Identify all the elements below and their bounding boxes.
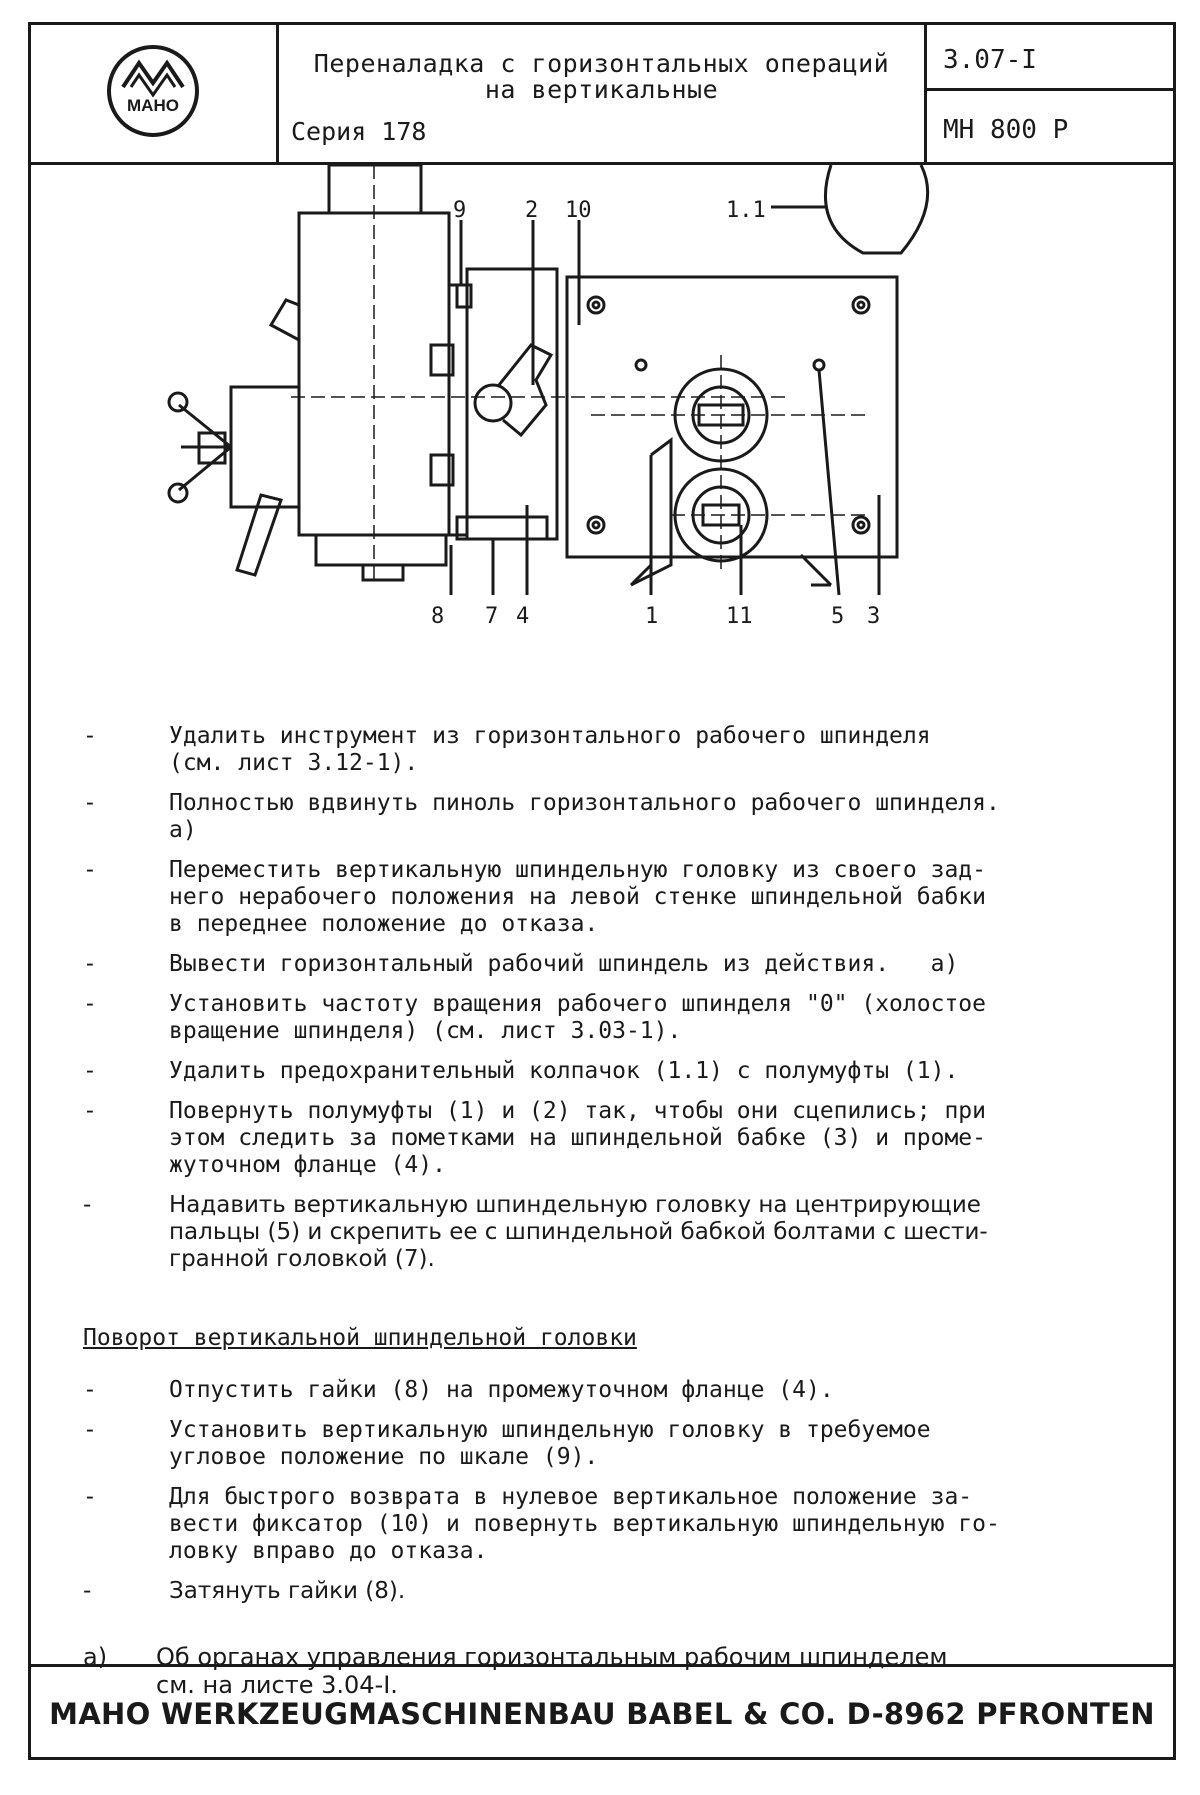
- bullet-dash: -: [83, 790, 97, 816]
- bullet-dash: -: [83, 723, 97, 749]
- housing-base: [314, 533, 448, 567]
- instruction-item: - Удалить инструмент из горизонтального …: [83, 723, 1163, 777]
- rotation-step-text: Затянуть гайки (8).: [169, 1578, 406, 1604]
- instruction-text: Надавить вертикальную шпиндельную головк…: [169, 1192, 988, 1272]
- handwheel-hub: [197, 431, 227, 465]
- publisher-name: MAHO WERKZEUGMASCHINENBAU BABEL & CO. D-…: [49, 1697, 1155, 1731]
- model-box: MH 800 P: [927, 91, 1173, 159]
- instruction-text: Удалить инструмент из горизонтального ра…: [169, 723, 931, 776]
- instruction-item: - Вывести горизонтальный рабочий шпиндел…: [83, 951, 1163, 978]
- technical-drawing: 9 2 10 1.1 8 7 4 1 11 5 3: [151, 163, 1081, 725]
- clamp-lever-bottom: [235, 493, 283, 577]
- centering-pin-5: [812, 358, 826, 372]
- rotation-step: - Отпустить гайки (8) на промежуточном ф…: [83, 1377, 1163, 1404]
- nut-8-top: [429, 343, 455, 377]
- sheet-number-box: 3.07-I: [927, 25, 1173, 91]
- rotation-step-text: Установить вертикальную шпиндельную голо…: [169, 1417, 931, 1470]
- document-title-line1: Переналадка с горизонтальных операций: [313, 49, 890, 78]
- title-cell: Переналадка с горизонтальных операций на…: [279, 25, 927, 162]
- instruction-item: - Удалить предохранительный колпачок (1.…: [83, 1058, 1163, 1085]
- instruction-item: - Надавить вертикальную шпиндельную голо…: [83, 1192, 1163, 1273]
- rotation-step-text: Для быстрого возврата в нулевое вертикал…: [169, 1484, 1000, 1564]
- handwheel-bracket: [229, 385, 301, 509]
- rotation-step-text: Отпустить гайки (8) на промежуточном фла…: [169, 1377, 834, 1403]
- callout-3: 3: [867, 604, 880, 629]
- intermediate-flange: [447, 283, 469, 537]
- callout-11: 11: [726, 604, 753, 629]
- maho-logo: MAHO: [107, 45, 199, 137]
- coupling-half-2: [473, 383, 513, 423]
- bullet-dash: -: [83, 1192, 92, 1218]
- bullet-dash: -: [83, 1377, 97, 1403]
- instruction-item: - Установить частоту вращения рабочего ш…: [83, 991, 1163, 1045]
- publisher-footer: MAHO WERKZEUGMASCHINENBAU BABEL & CO. D-…: [31, 1664, 1173, 1757]
- protective-cap: [823, 164, 930, 255]
- rotation-step: - Для быстрого возврата в нулевое вертик…: [83, 1484, 1163, 1565]
- bolt-9: [455, 283, 473, 309]
- column-top: [327, 163, 423, 215]
- callout-5: 5: [831, 604, 844, 629]
- bullet-dash: -: [83, 857, 97, 883]
- housing-stub: [361, 563, 405, 582]
- bolt-7: [455, 515, 549, 541]
- rotation-step: - Затянуть гайки (8).: [83, 1578, 1163, 1605]
- bullet-dash: -: [83, 1578, 92, 1604]
- callout-4: 4: [516, 604, 529, 629]
- document-sheet: MAHO Переналадка с горизонтальных операц…: [28, 22, 1176, 1760]
- instruction-text: Полностью вдвинуть пиноль горизонтальног…: [169, 790, 1000, 843]
- bullet-dash: -: [83, 1098, 97, 1124]
- logo-cell: MAHO: [31, 25, 279, 162]
- clamp-lever-top: [268, 298, 301, 343]
- spindle-head-diagram: 9 2 10 1.1 8 7 4 1 11 5 3: [167, 163, 930, 629]
- handwheel-knob-top: [167, 391, 189, 413]
- callout-9: 9: [453, 198, 466, 223]
- instruction-text: Установить частоту вращения рабочего шпи…: [169, 991, 986, 1044]
- section-heading: Поворот вертикальной шпиндельной головки: [83, 1325, 637, 1351]
- instruction-text: Переместить вертикальную шпиндельную гол…: [169, 857, 986, 937]
- callout-7: 7: [485, 604, 498, 629]
- document-title-line2: на вертикальные: [484, 75, 719, 104]
- callout-1-1: 1.1: [726, 198, 766, 223]
- bullet-dash: -: [83, 1417, 97, 1443]
- spindle-head-body: [565, 275, 899, 559]
- callout-8: 8: [431, 604, 444, 629]
- sheet-number: 3.07-I: [943, 45, 1037, 75]
- callout-2: 2: [525, 198, 538, 223]
- callout-10: 10: [565, 198, 592, 223]
- instruction-item: - Повернуть полумуфты (1) и (2) так, что…: [83, 1098, 1163, 1179]
- handwheel-knob-bottom: [167, 482, 189, 504]
- bullet-dash: -: [83, 951, 97, 977]
- nut-8-bottom: [429, 453, 455, 487]
- instruction-text: Повернуть полумуфты (1) и (2) так, чтобы…: [169, 1098, 986, 1178]
- logo-text: MAHO: [127, 96, 179, 115]
- rotation-step: - Установить вертикальную шпиндельную го…: [83, 1417, 1163, 1471]
- instruction-item: - Переместить вертикальную шпиндельную г…: [83, 857, 1163, 938]
- bullet-dash: -: [83, 1484, 97, 1510]
- machine-model: MH 800 P: [943, 115, 1069, 145]
- code-cell: 3.07-I MH 800 P: [927, 25, 1173, 162]
- title-block: MAHO Переналадка с горизонтальных операц…: [31, 25, 1173, 165]
- instruction-text: Вывести горизонтальный рабочий шпиндель …: [169, 951, 959, 977]
- instruction-item: - Полностью вдвинуть пиноль горизонтальн…: [83, 790, 1163, 844]
- bullet-dash: -: [83, 991, 97, 1017]
- bullet-dash: -: [83, 1058, 97, 1084]
- callout-1: 1: [645, 604, 658, 629]
- series-label: Серия 178: [291, 117, 427, 146]
- instruction-text: Удалить предохранительный колпачок (1.1)…: [169, 1058, 959, 1084]
